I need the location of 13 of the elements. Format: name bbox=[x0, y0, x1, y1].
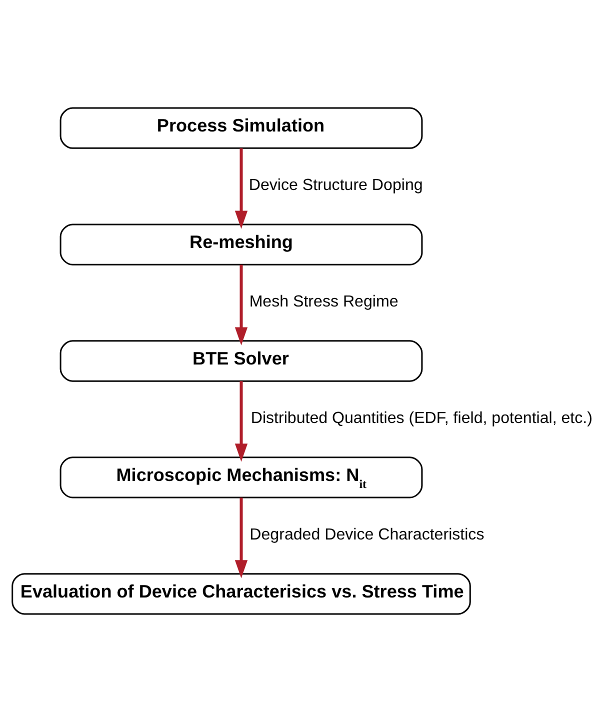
edge-label: Device Structure Doping bbox=[248, 176, 423, 194]
arrow bbox=[234, 497, 248, 578]
edge-label: Distributed Quantities (EDF, field, potential, etc.) bbox=[250, 408, 592, 427]
arrow bbox=[234, 380, 248, 462]
node-box: Re-meshing bbox=[60, 223, 423, 265]
edge-label: Mesh Stress Regime bbox=[249, 292, 398, 310]
node-box: Process Simulation bbox=[60, 106, 423, 148]
arrow bbox=[234, 264, 248, 345]
edge-label: Degraded Device Characteristics bbox=[250, 524, 484, 543]
node-box: Microscopic Mechanisms: N$_{it}$ bbox=[60, 456, 423, 498]
node-box: BTE Solver bbox=[60, 340, 423, 382]
arrow bbox=[234, 148, 248, 228]
node-box: Evaluation of Device Characterisics vs. Stress Time bbox=[12, 572, 471, 614]
